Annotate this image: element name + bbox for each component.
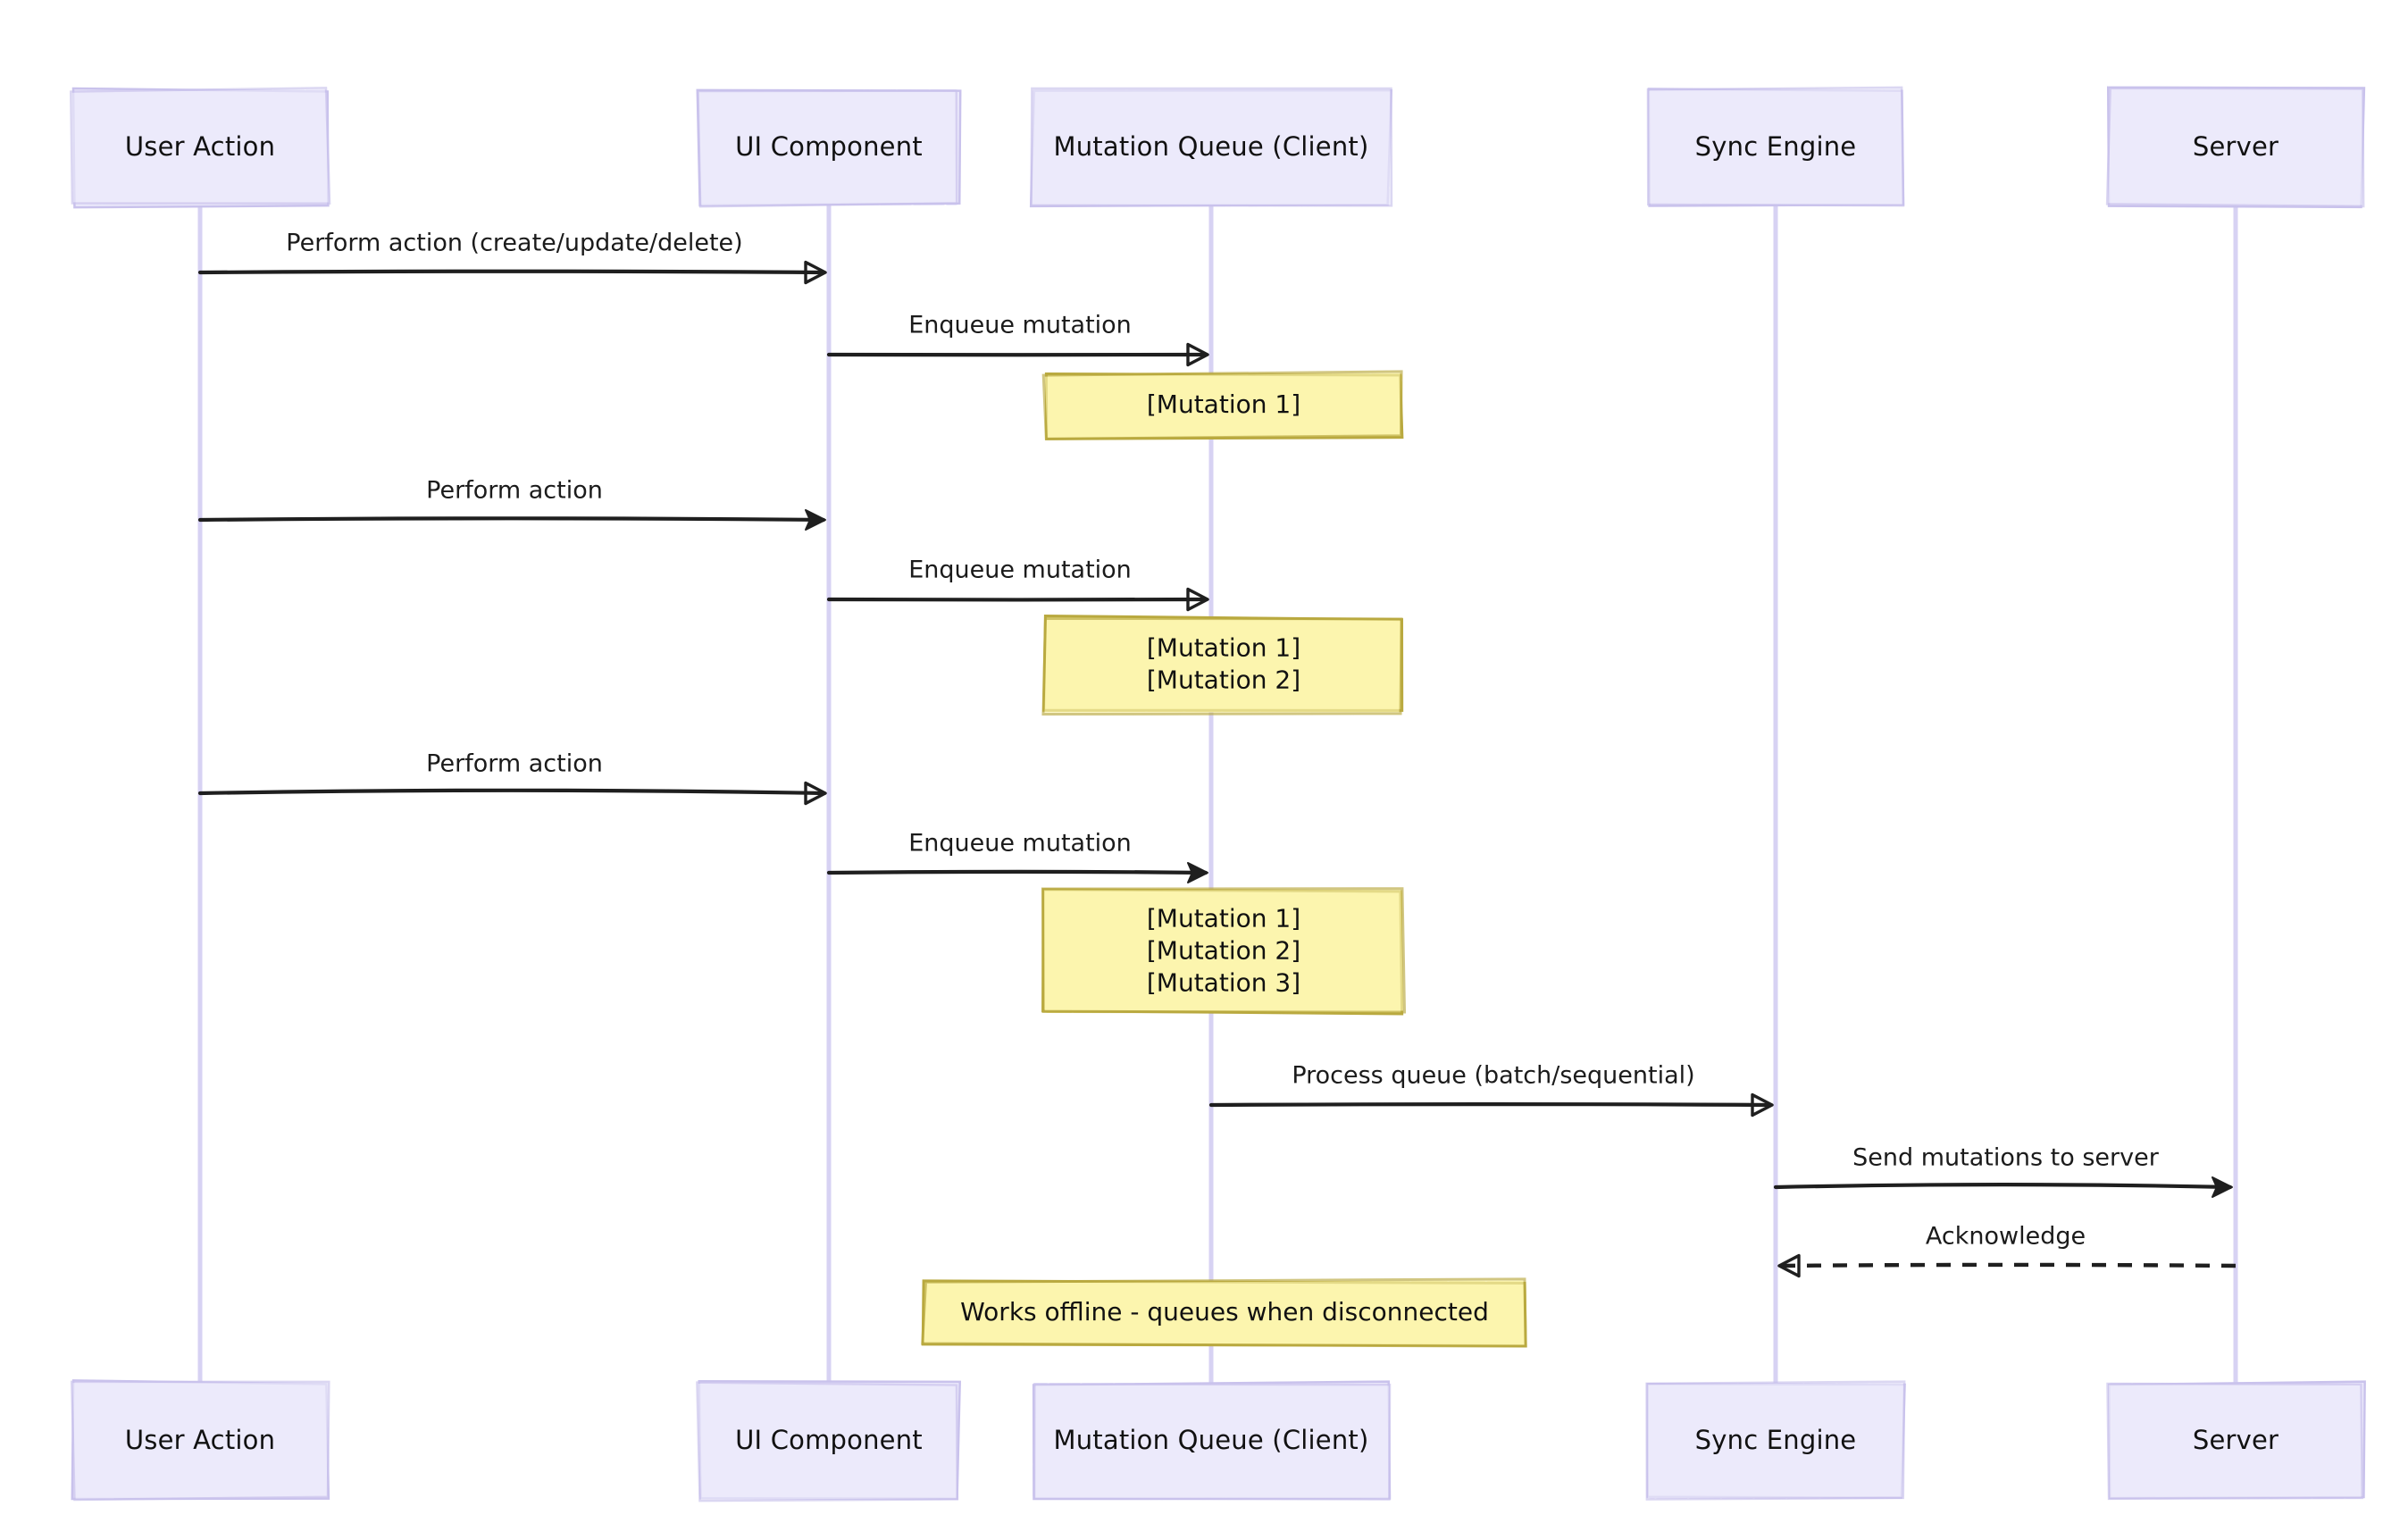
actor-box-user-top [70,87,331,209]
actor-box-sync-bottom [1645,1380,1906,1501]
message-m8: Send mutations to server [1773,1144,2233,1198]
arrowhead-m5 [804,781,827,806]
actor-sync-bottom[interactable]: Sync Engine [1645,1380,1906,1501]
note-text-n2-line-0: [Mutation 1] [1147,633,1300,663]
actor-user-bottom[interactable]: User Action [70,1379,330,1502]
note-n3: [Mutation 1] [Mutation 2][Mutation 3] [1041,887,1407,1016]
note-text-n4-line-0: Works offline - queues when disconnected [960,1297,1489,1327]
note-box-n4 [921,1277,1527,1348]
actor-label-user-bottom: User Action [125,1425,275,1455]
message-m5: Perform action [197,750,827,806]
actor-label-ui-bottom: UI Component [735,1425,923,1455]
note-text-n3-line-0: [Mutation 1] [1147,904,1300,933]
message-m6: Enqueue mutation [826,830,1208,883]
message-line-m8 [1773,1183,2233,1190]
actor-queue-bottom[interactable]: Mutation Queue (Client) [1032,1380,1392,1501]
message-m7: Process queue (batch/sequential) [1208,1062,1774,1117]
message-label-m8: Send mutations to server [1852,1144,2160,1172]
actor-label-user-top: User Action [125,131,275,162]
message-label-m4: Enqueue mutation [908,557,1132,584]
note-text-n3-line-2: [Mutation 3] [1147,968,1300,998]
note-box-n2 [1041,614,1404,716]
arrowhead-m4 [1186,587,1209,612]
actor-label-queue-bottom: Mutation Queue (Client) [1054,1425,1369,1455]
actor-ui-top[interactable]: UI Component [696,88,962,208]
message-m4: Enqueue mutation [826,557,1209,612]
note-n1: [Mutation 1] [1041,370,1404,440]
actor-box-ui-top [696,88,962,208]
message-m1: Perform action (create/update/delete) [197,230,827,285]
note-text-n2-line-1: [Mutation 2] [1147,665,1300,695]
arrowhead-m7 [1751,1092,1774,1117]
message-line-m7 [1208,1102,1773,1108]
arrowhead-m8 [2212,1176,2233,1198]
actor-label-queue-top: Mutation Queue (Client) [1054,131,1369,162]
message-label-m7: Process queue (batch/sequential) [1292,1062,1694,1090]
note-box-n3 [1041,887,1407,1016]
message-m3: Perform action [197,477,826,531]
message-label-m2: Enqueue mutation [908,312,1132,339]
actor-box-server-bottom [2106,1380,2366,1501]
arrowhead-m1 [804,260,827,285]
actor-box-queue-top [1029,87,1393,208]
actor-sync-top[interactable]: Sync Engine [1646,86,1905,207]
actor-ui-bottom[interactable]: UI Component [696,1380,961,1502]
actor-user-top[interactable]: User Action [70,87,331,209]
note-text-n1-line-0: [Mutation 1] [1147,389,1300,419]
arrowhead-m3 [805,509,826,531]
notes-group: [Mutation 1][Mutation 1][Mutation 2][Mut… [921,370,1527,1348]
message-label-m3: Perform action [426,477,603,505]
messages-group: Perform action (create/update/delete) Enq… [197,230,2237,1278]
actor-box-user-bottom [70,1379,330,1502]
message-label-m1: Perform action (create/update/delete) [286,230,742,257]
message-line-m6 [826,869,1208,875]
note-n4: Works offline - queues when disconnected [921,1277,1527,1348]
actor-boxes-bottom: User Action UI Component Mutation Queue (C… [70,1379,2366,1502]
actor-box-server-top [2105,86,2366,209]
actor-label-sync-top: Sync Engine [1695,131,1857,162]
actor-box-ui-bottom [696,1380,961,1502]
message-m2: Enqueue mutation [826,312,1209,367]
actor-label-sync-bottom: Sync Engine [1695,1425,1857,1455]
note-n2: [Mutation 1][Mutation 2] [1041,614,1404,716]
actor-queue-top[interactable]: Mutation Queue (Client) [1029,87,1393,208]
actor-server-bottom[interactable]: Server [2106,1380,2366,1501]
message-label-m9: Acknowledge [1926,1223,2086,1251]
actor-label-server-top: Server [2193,131,2278,162]
message-line-m9 [1780,1262,2237,1268]
actor-label-server-bottom: Server [2193,1425,2278,1455]
actor-label-ui-top: UI Component [735,131,923,162]
message-line-m5 [197,788,826,796]
actor-box-sync-top [1646,86,1905,207]
arrowhead-m9 [1777,1253,1801,1278]
actor-server-top[interactable]: Server [2105,86,2366,209]
note-text-n3-line-1: [Mutation 2] [1147,936,1300,966]
message-line-m3 [197,516,826,523]
message-m9: Acknowledge [1777,1223,2237,1278]
actor-box-queue-bottom [1032,1380,1392,1501]
message-label-m5: Perform action [426,750,603,778]
message-label-m6: Enqueue mutation [908,830,1132,858]
arrowhead-m6 [1187,862,1208,883]
arrowhead-m2 [1186,342,1209,367]
note-box-n1 [1041,370,1404,440]
actor-boxes-top: User Action UI Component Mutation Queue (C… [70,86,2366,209]
